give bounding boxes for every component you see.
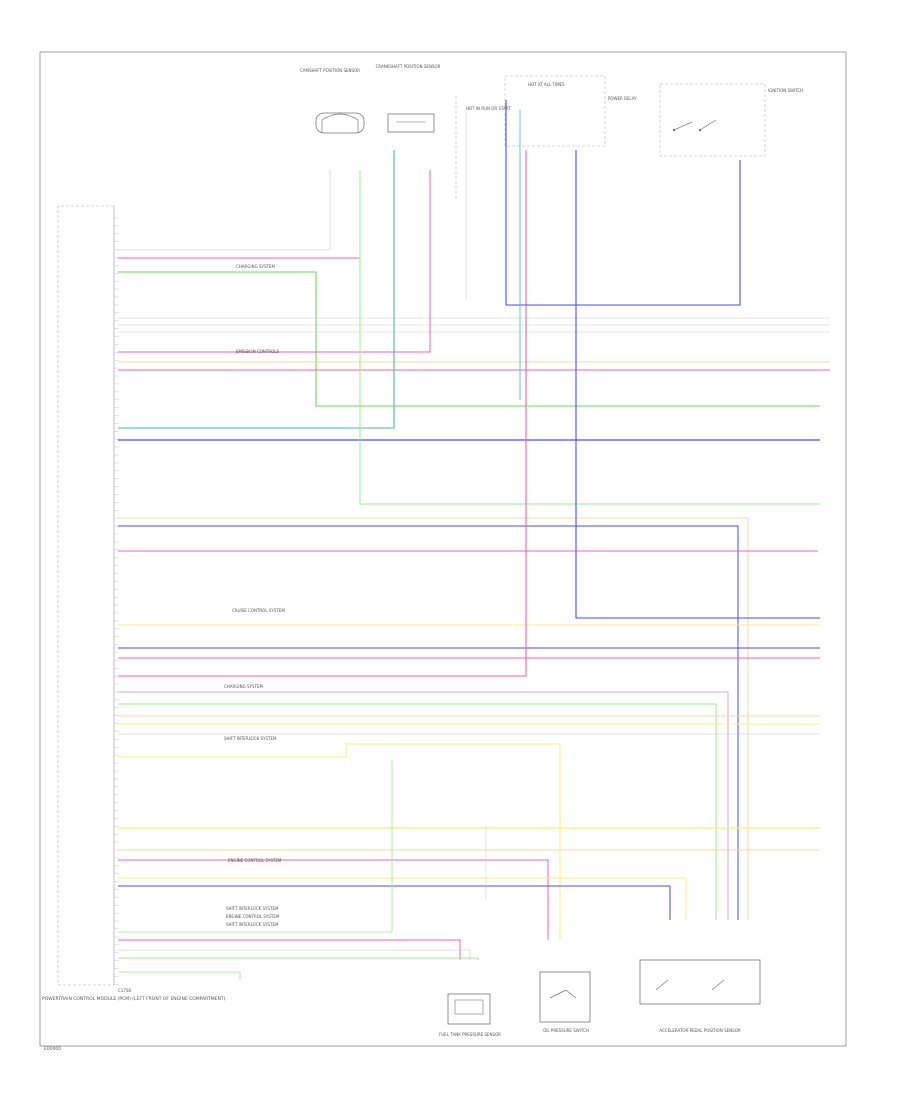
ignition-switch-label: IGNITION SWITCH xyxy=(768,88,803,93)
note-6: ENGINE CONTROL SYSTEM xyxy=(228,858,282,863)
wire xyxy=(118,877,687,920)
wire xyxy=(118,949,471,960)
crankshaft-sensor-label: CRANKSHAFT POSITION SENSOR xyxy=(376,64,441,69)
pcm-caption: POWERTRAIN CONTROL MODULE (PCM) (LEFT FR… xyxy=(42,996,226,1002)
accelerator-pedal-sensor: ACCELERATOR PEDAL POSITION SENSOR xyxy=(639,959,761,1033)
hot-all-label: HOT AT ALL TIMES xyxy=(528,82,565,87)
ops-label: OIL PRESSURE SWITCH xyxy=(543,1028,589,1033)
wire xyxy=(118,170,331,251)
note-9: SHIFT INTERLOCK SYSTEM xyxy=(226,922,279,927)
wire xyxy=(505,100,741,306)
wire xyxy=(118,517,749,920)
hot-run-label: HOT IN RUN OR START xyxy=(466,106,511,111)
power-relay-label: POWER RELAY xyxy=(608,96,637,101)
footer-code: E00000 xyxy=(44,1046,61,1052)
ftp-label: FUEL TANK PRESSURE SENSOR xyxy=(439,1032,501,1037)
note-2: EMISSION CONTROLS xyxy=(236,349,279,354)
wire xyxy=(118,760,393,933)
note-1: CHARGING SYSTEM xyxy=(236,264,275,269)
power-relay: POWER RELAY xyxy=(608,96,637,101)
camshaft-sensor-label: CAMSHAFT POSITION SENSOR xyxy=(300,68,360,73)
note-4: CHARGING SYSTEM xyxy=(224,684,263,689)
oil-pressure-switch: OIL PRESSURE SWITCH xyxy=(539,971,591,1033)
wire xyxy=(118,271,820,407)
app-label: ACCELERATOR PEDAL POSITION SENSOR xyxy=(659,1028,740,1033)
wire xyxy=(118,170,361,259)
diagram-frame xyxy=(39,51,847,1047)
note-5: SHIFT INTERLOCK SYSTEM xyxy=(224,736,277,741)
wire xyxy=(118,859,549,940)
wire xyxy=(118,939,461,960)
wire xyxy=(118,525,739,920)
wire xyxy=(118,150,395,429)
wire xyxy=(118,691,729,920)
note-3: CRUISE CONTROL SYSTEM xyxy=(232,608,285,613)
wire xyxy=(118,957,479,960)
wire xyxy=(359,170,820,505)
wire xyxy=(118,703,717,920)
fuel-tank-pressure-sensor: FUEL TANK PRESSURE SENSOR xyxy=(439,993,501,1037)
camshaft-sensor: CAMSHAFT POSITION SENSOR xyxy=(300,68,365,134)
ignition-switch: IGNITION SWITCH xyxy=(659,83,803,157)
wire xyxy=(118,971,241,980)
wire xyxy=(118,170,431,353)
hot-at-all-times-fuse: HOT AT ALL TIMES xyxy=(504,75,606,147)
note-7: SHIFT INTERLOCK SYSTEM xyxy=(226,906,279,911)
hot-in-run-fuse: HOT IN RUN OR START xyxy=(455,96,511,200)
wire xyxy=(575,150,820,619)
wire-layer xyxy=(118,100,830,980)
pin-bottom-label: C175B xyxy=(118,988,131,993)
pcm-module-box xyxy=(57,205,114,986)
pcm-pin-list xyxy=(114,217,119,985)
wire xyxy=(118,743,561,940)
note-8: ENGINE CONTROL SYSTEM xyxy=(226,914,280,919)
wire xyxy=(118,150,527,677)
crankshaft-sensor: CRANKSHAFT POSITION SENSOR xyxy=(376,64,441,133)
wire xyxy=(118,885,671,920)
